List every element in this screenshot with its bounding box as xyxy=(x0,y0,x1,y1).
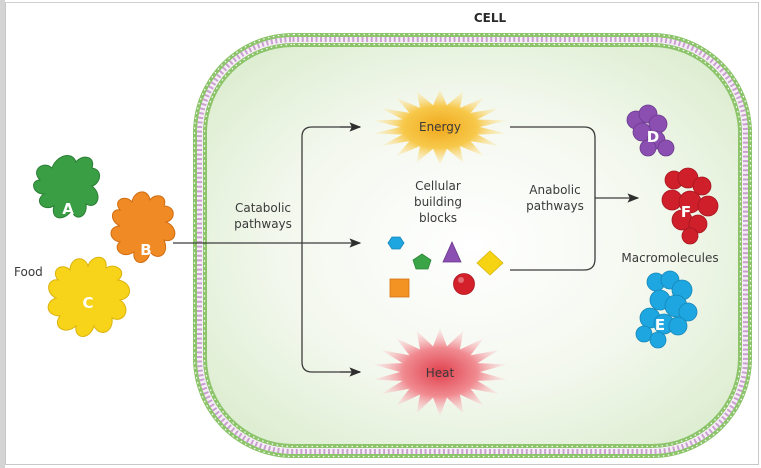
food-letter-b: B xyxy=(140,241,151,259)
cell-title: CELL xyxy=(474,11,507,25)
left-gutter xyxy=(0,0,5,468)
food-letter-a: A xyxy=(62,200,74,218)
cytoplasm xyxy=(207,47,738,444)
circle-block xyxy=(453,273,475,295)
hexagon-block xyxy=(387,236,405,250)
macromolecule-letter-f: F xyxy=(681,203,691,221)
catabolic-label-line1: Catabolic xyxy=(235,201,291,215)
macromolecule-e: E xyxy=(635,270,698,349)
heat-burst: Heat xyxy=(373,328,507,416)
macromolecule-letter-e: E xyxy=(655,316,665,334)
anabolic-label-line2: pathways xyxy=(526,199,584,213)
macromolecules-label: Macromolecules xyxy=(621,251,718,265)
macromolecule-letter-d: D xyxy=(647,128,659,146)
food-item-b: B xyxy=(110,191,176,263)
heat-label: Heat xyxy=(426,366,455,380)
building-blocks-label-line1: Cellular xyxy=(415,179,461,193)
cell-membrane xyxy=(193,33,752,458)
triangle-block xyxy=(442,241,462,263)
catabolic-label-line2: pathways xyxy=(234,217,292,231)
building-blocks xyxy=(387,236,504,298)
diamond-block xyxy=(476,250,504,276)
circle-highlight xyxy=(458,277,464,283)
building-blocks-label-line3: blocks xyxy=(419,211,457,225)
macromolecule-f: F xyxy=(661,167,719,245)
square-block xyxy=(389,278,410,298)
food-letter-c: C xyxy=(82,294,93,312)
anabolic-arrows xyxy=(510,126,640,271)
catabolic-branch-line xyxy=(301,126,360,373)
food-label: Food xyxy=(14,265,43,279)
food-item-c: C xyxy=(47,256,130,337)
anabolic-label-line1: Anabolic xyxy=(529,183,580,197)
energy-label: Energy xyxy=(419,120,461,134)
catabolic-arrows xyxy=(173,122,362,377)
food-item-a: A xyxy=(33,154,100,219)
energy-burst: Energy xyxy=(373,89,507,165)
macromolecule-d: D xyxy=(626,104,675,157)
pentagon-block xyxy=(412,253,432,270)
building-blocks-label-line2: building xyxy=(414,195,462,209)
